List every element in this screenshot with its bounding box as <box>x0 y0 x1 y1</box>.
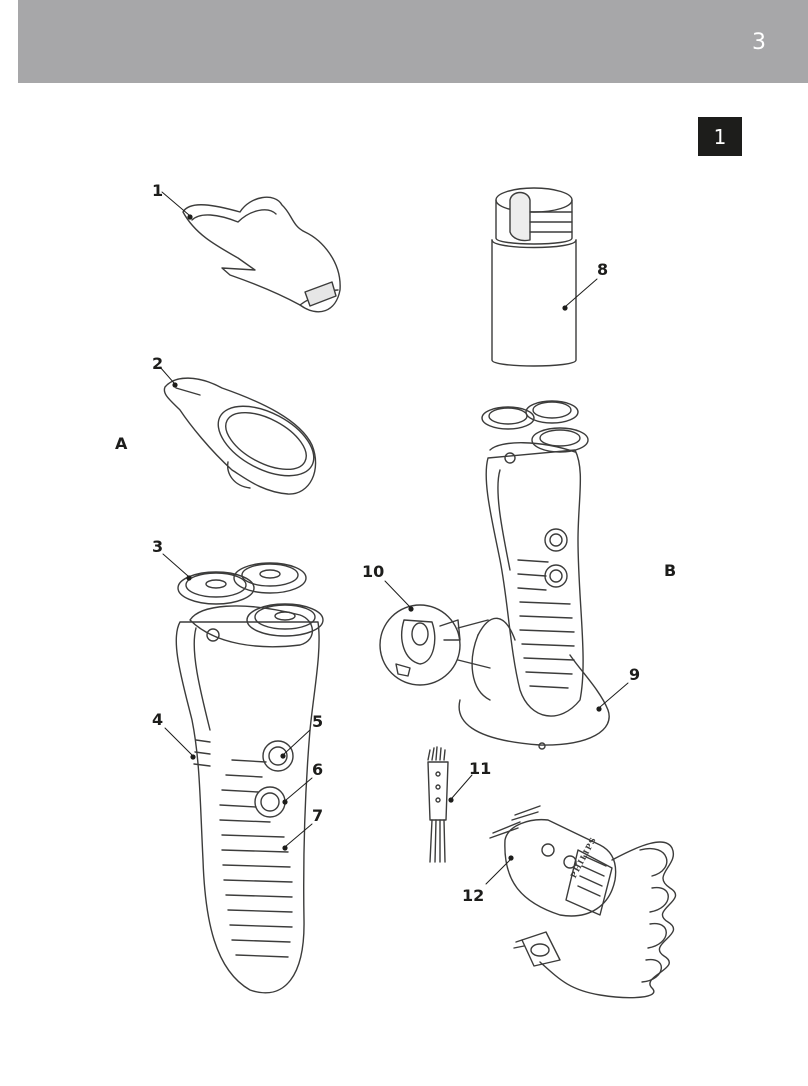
callout-10: 10 <box>362 562 384 581</box>
callout-8: 8 <box>597 260 608 279</box>
part-3-7-shaver <box>163 554 323 993</box>
group-label-b: B <box>664 561 676 580</box>
part-12-adapter <box>486 806 676 998</box>
group-label-a: A <box>115 434 127 453</box>
callout-1: 1 <box>152 181 163 200</box>
part-9-stand <box>459 401 628 749</box>
callout-12: 12 <box>462 886 484 905</box>
callout-9: 9 <box>629 665 640 684</box>
callout-3: 3 <box>152 537 163 556</box>
callout-6: 6 <box>312 760 323 779</box>
callout-5: 5 <box>312 712 323 731</box>
part-11-brush <box>428 747 472 862</box>
part-1-guard <box>162 192 340 312</box>
part-2-attachment <box>160 367 325 494</box>
callout-4: 4 <box>152 710 163 729</box>
part-10-detail <box>380 581 490 685</box>
callout-11: 11 <box>469 759 491 778</box>
callout-7: 7 <box>312 806 323 825</box>
callout-2: 2 <box>152 354 163 373</box>
part-8-cap <box>492 188 597 366</box>
